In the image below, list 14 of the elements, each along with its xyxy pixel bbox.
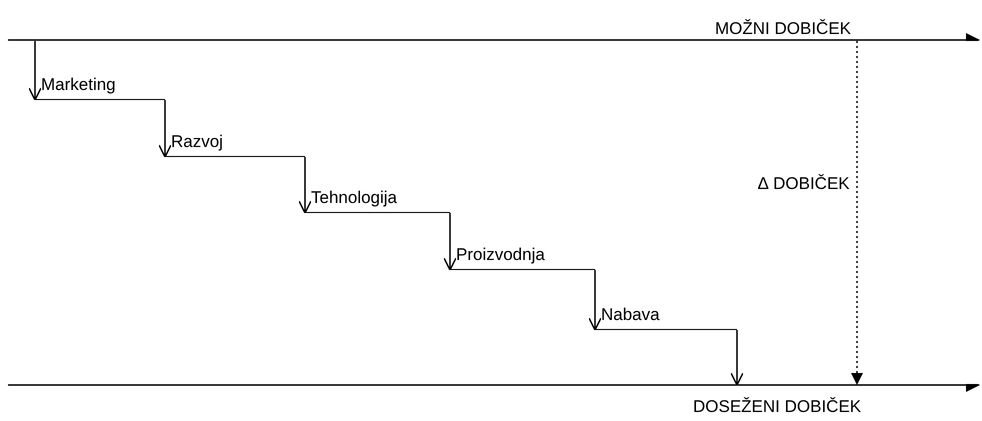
arrow: [730, 330, 744, 386]
step-label: Marketing: [35, 72, 165, 100]
step-label: Nabava: [595, 302, 737, 330]
step-label: Razvoj: [165, 129, 305, 157]
axis-label: MOŽNI DOBIČEK: [715, 19, 852, 39]
arrow: [443, 213, 457, 271]
step-label: Proizvodnja: [450, 242, 595, 270]
step-label: Tehnologija: [305, 185, 450, 213]
axis-label: DOSEŽENI DOBIČEK: [693, 397, 862, 417]
arrow: [588, 270, 602, 331]
arrow: [298, 157, 312, 214]
arrow: [28, 41, 42, 101]
arrow: [158, 100, 172, 158]
dotted-arrow: [851, 41, 863, 385]
